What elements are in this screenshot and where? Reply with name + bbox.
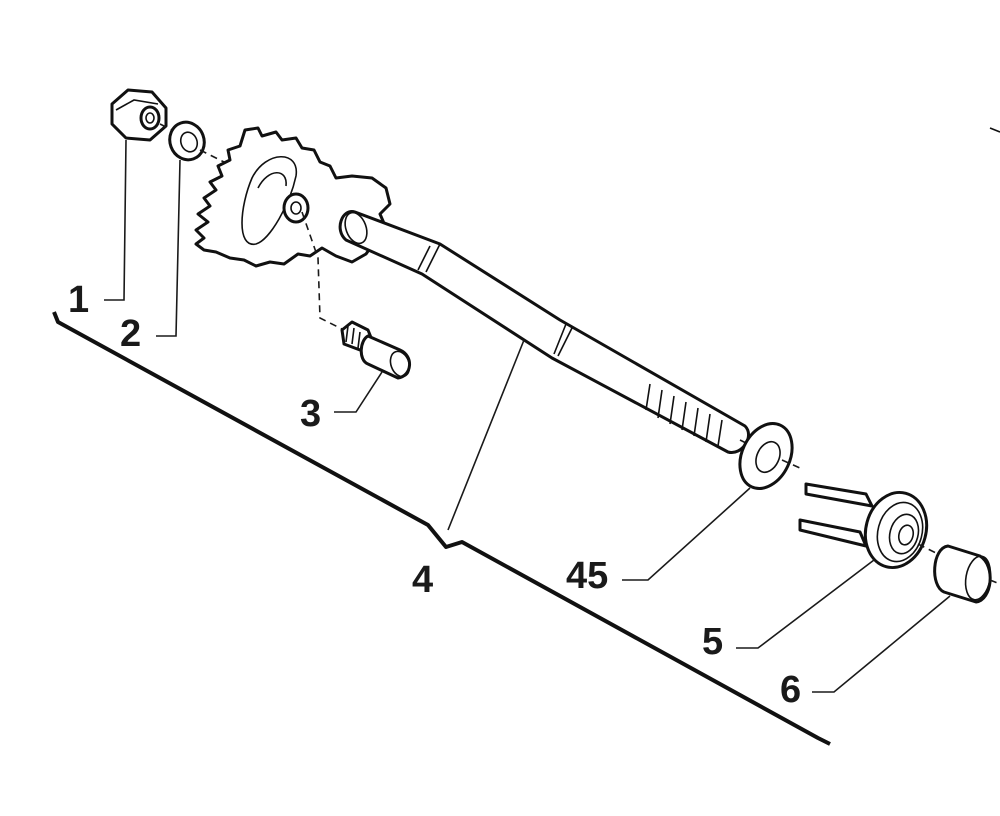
shaft-part[interactable] xyxy=(338,210,751,454)
leader-line-4 xyxy=(447,339,525,531)
leader-line-3 xyxy=(334,371,383,413)
bushing-axis-line xyxy=(989,579,1000,585)
leader-line-2 xyxy=(156,159,181,337)
shim-axis-line xyxy=(781,459,801,469)
pin-axis-line xyxy=(301,211,345,331)
shim-part[interactable] xyxy=(730,415,802,497)
assembly-bracket-line xyxy=(52,311,831,746)
leader-line-5 xyxy=(736,559,875,649)
label-1: 1 xyxy=(68,279,89,321)
label-3: 3 xyxy=(300,393,321,435)
edge-fragment xyxy=(989,127,1000,133)
spring-part[interactable] xyxy=(798,482,935,574)
bushing-part[interactable] xyxy=(933,544,994,604)
leader-line-1 xyxy=(104,139,127,301)
label-45: 45 xyxy=(566,555,608,597)
label-6: 6 xyxy=(780,669,801,711)
label-2: 2 xyxy=(120,313,141,355)
leader-line-45 xyxy=(622,487,751,581)
pin-part[interactable] xyxy=(340,320,413,380)
nut-part[interactable] xyxy=(110,88,168,142)
washer-part[interactable] xyxy=(165,117,210,164)
leader-line-6 xyxy=(812,595,951,693)
label-5: 5 xyxy=(702,621,723,663)
label-4: 4 xyxy=(412,559,433,601)
spring-axis-line xyxy=(917,543,939,555)
